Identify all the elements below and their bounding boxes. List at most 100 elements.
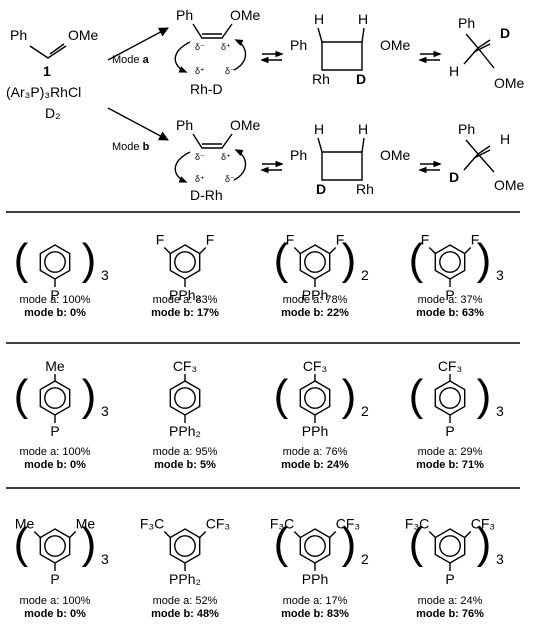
aromatic-circle xyxy=(44,387,66,409)
phosphorus-label: P xyxy=(50,571,59,587)
left-paren: ( xyxy=(409,235,424,284)
substituent-label: F xyxy=(156,232,165,248)
right-paren: ) xyxy=(342,235,357,284)
svg-text:δ⁺: δ⁺ xyxy=(221,42,231,52)
svg-text:δ⁻: δ⁻ xyxy=(225,174,235,184)
left-paren: ( xyxy=(14,235,29,284)
svg-text:OMe: OMe xyxy=(494,177,525,193)
substituent-label: CF₃ xyxy=(206,516,230,532)
phosphorus-label: PPh₂ xyxy=(169,571,201,587)
svg-text:OMe: OMe xyxy=(230,7,261,23)
mode-b-percentage: mode b: 0% xyxy=(24,307,86,319)
svg-text:δ⁺: δ⁺ xyxy=(221,152,231,162)
multiplicity-subscript: 2 xyxy=(361,403,369,419)
equilibrium-arrows-a1 xyxy=(260,50,284,64)
aromatic-circle xyxy=(174,251,196,273)
right-paren: ) xyxy=(477,235,492,284)
mode-b-percentage: mode b: 0% xyxy=(24,608,86,620)
mode-b-product: Ph H D OMe xyxy=(449,121,525,193)
mode-b-percentage: mode b: 24% xyxy=(281,459,349,471)
substrate-ph-label: Ph xyxy=(10,27,27,43)
substituent-label: CF₃ xyxy=(173,358,197,374)
svg-text:OMe: OMe xyxy=(380,37,411,53)
svg-text:δ⁻: δ⁻ xyxy=(225,66,235,76)
mode-b-percentage: mode b: 5% xyxy=(154,459,216,471)
phosphorus-label: P xyxy=(445,571,454,587)
phosphorus-label: P xyxy=(50,287,59,303)
ligand-cell: PPh₂ CF₃ mode a: 95%mode b: 5% xyxy=(153,358,218,471)
substituent-label: F₃C xyxy=(405,516,429,532)
svg-text:Ph: Ph xyxy=(458,121,475,137)
aromatic-circle xyxy=(439,535,461,557)
left-paren: ( xyxy=(409,519,424,568)
svg-text:D: D xyxy=(356,71,366,87)
svg-text:OMe: OMe xyxy=(230,117,261,133)
svg-text:H: H xyxy=(500,131,510,147)
right-paren: ) xyxy=(477,519,492,568)
svg-text:δ⁺: δ⁺ xyxy=(195,174,205,184)
mode-b-percentage: mode b: 0% xyxy=(24,459,86,471)
mode-a-arrow xyxy=(107,27,169,61)
substrate-ome-label: OMe xyxy=(68,27,99,43)
mode-b-percentage: mode b: 17% xyxy=(151,307,219,319)
mode-a-percentage: mode a: 100% xyxy=(20,294,91,306)
multiplicity-subscript: 2 xyxy=(361,267,369,283)
svg-text:Rh: Rh xyxy=(312,71,330,87)
mode-a-percentage: mode a: 100% xyxy=(20,595,91,607)
equilibrium-arrows-b2 xyxy=(418,160,442,174)
mode-a-metallacycle: H H Ph OMe Rh D xyxy=(290,11,411,87)
phosphorus-label: P xyxy=(445,423,454,439)
mode-a-percentage: mode a: 95% xyxy=(153,446,218,458)
mode-a-percentage: mode a: 29% xyxy=(418,446,483,458)
aromatic-circle xyxy=(174,387,196,409)
svg-text:H: H xyxy=(358,11,368,27)
multiplicity-subscript: 3 xyxy=(496,267,504,283)
mode-a-percentage: mode a: 17% xyxy=(283,595,348,607)
svg-text:δ⁻: δ⁻ xyxy=(195,152,205,162)
aromatic-circle xyxy=(304,251,326,273)
svg-text:D-Rh: D-Rh xyxy=(190,187,223,203)
substituent-label: Me xyxy=(15,516,35,532)
svg-text:H: H xyxy=(314,11,324,27)
mode-a-percentage: mode a: 37% xyxy=(418,294,483,306)
mode-a-percentage: mode a: 78% xyxy=(283,294,348,306)
multiplicity-subscript: 3 xyxy=(101,267,109,283)
substrate-1: Ph OMe 1 xyxy=(10,27,99,79)
mode-a-percentage: mode a: 100% xyxy=(20,446,91,458)
right-paren: ) xyxy=(82,519,97,568)
svg-text:Ph: Ph xyxy=(176,7,193,23)
aromatic-circle xyxy=(304,535,326,557)
svg-text:D: D xyxy=(500,25,510,41)
left-paren: ( xyxy=(14,371,29,420)
svg-text:Ph: Ph xyxy=(458,15,475,31)
mode-b-percentage: mode b: 22% xyxy=(281,307,349,319)
mode-b-transition-state: Ph OMe δ⁻ δ⁺ δ⁺ δ⁻ D-Rh xyxy=(174,117,261,203)
phosphorus-label: P xyxy=(50,423,59,439)
svg-text:Rh-D: Rh-D xyxy=(190,81,223,97)
mode-b-metallacycle: H H Ph OMe D Rh xyxy=(290,121,411,197)
phosphorus-label: P xyxy=(445,287,454,303)
substituent-label: CF₃ xyxy=(471,516,495,532)
svg-text:H: H xyxy=(314,121,324,137)
phosphorus-label: PPh₂ xyxy=(169,423,201,439)
substituent-label: CF₃ xyxy=(303,358,327,374)
right-paren: ) xyxy=(342,519,357,568)
phosphorus-label: PPh xyxy=(302,571,328,587)
catalyst-label: (Ar₃P)₃RhCl xyxy=(6,84,81,100)
equilibrium-arrows-a2 xyxy=(418,50,442,64)
mode-b-percentage: mode b: 71% xyxy=(416,459,484,471)
svg-text:H: H xyxy=(449,63,459,79)
substituent-label: CF₃ xyxy=(336,516,360,532)
left-paren: ( xyxy=(274,371,289,420)
left-paren: ( xyxy=(274,235,289,284)
mode-a-transition-state: Ph OMe δ⁻ δ⁺ δ⁺ δ⁻ Rh-D xyxy=(174,7,261,97)
mode-b-percentage: mode b: 83% xyxy=(281,608,349,620)
